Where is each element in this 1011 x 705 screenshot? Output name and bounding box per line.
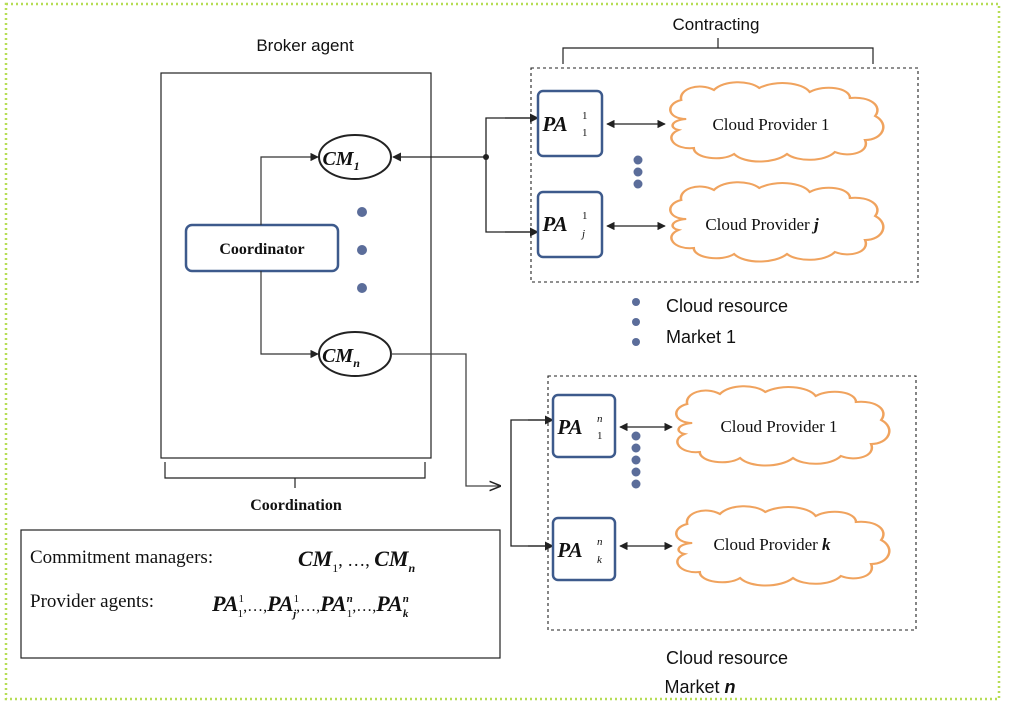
- market1-label-line2: Market 1: [666, 327, 736, 347]
- pa-k-n-sup: n: [597, 536, 603, 548]
- broker-agent-title: Broker agent: [256, 36, 354, 55]
- pa-k-n-box: [551, 516, 617, 582]
- pa-j-1-sup: 1: [582, 210, 588, 222]
- marketn-ellipsis-dots: [631, 431, 641, 489]
- coordination-label: Coordination: [250, 497, 342, 514]
- pa-1-1-box: [536, 89, 604, 158]
- cloud-provider-1-mn-label: Cloud Provider 1: [720, 417, 837, 436]
- coordinator-to-cm1-arrow: [260, 152, 319, 225]
- pa-k-n-label: PA: [556, 538, 582, 562]
- coordinator-to-cmn-arrow: [260, 271, 319, 359]
- pa-1-n-sup: n: [597, 413, 603, 425]
- coordinator-label: Coordinator: [219, 241, 304, 258]
- marketn-label-line2: Market n: [664, 677, 735, 697]
- pa-j-1-sub: j: [580, 228, 585, 240]
- marketn-label-line1: Cloud resource: [666, 648, 788, 668]
- pa-k-n-sub: k: [597, 554, 603, 566]
- pa-1-n-box: [551, 393, 617, 459]
- cloud-provider-k-mn-label: Cloud Provider k: [713, 535, 831, 554]
- legend-box: [20, 529, 501, 659]
- pa-j-1-box: [536, 190, 604, 259]
- pa-1-1-sup: 1: [582, 110, 588, 122]
- cmn-label: CMn: [322, 345, 360, 370]
- contracting-brace: [562, 38, 874, 64]
- pa-j-1-label: PA: [541, 212, 567, 236]
- cloud-provider-j-m1-label: Cloud Provider j: [705, 215, 819, 234]
- contracting-label: Contracting: [673, 15, 760, 34]
- cloud-provider-1-m1-label: Cloud Provider 1: [712, 115, 829, 134]
- cm1-label: CM1: [322, 148, 359, 173]
- cm1-node: [318, 134, 392, 180]
- pa-1-1-sub: 1: [582, 127, 588, 139]
- junction-dot: [483, 154, 489, 160]
- market1-split-line: [485, 117, 538, 233]
- cmn-to-marketn-link: [391, 353, 500, 486]
- legend-provider-label: Provider agents:: [30, 591, 154, 612]
- legend-commitment-label: Commitment managers:: [30, 547, 213, 568]
- pa-1-1-label: PA: [541, 112, 567, 136]
- outer-frame: [4, 2, 1001, 701]
- coordinator-box: [184, 223, 340, 273]
- coordination-brace: [164, 462, 426, 488]
- broker-agent-box: [160, 72, 432, 459]
- pa-1-n-label: PA: [556, 415, 582, 439]
- cm-ellipsis-dots: [357, 207, 367, 293]
- marketn-box: [547, 375, 917, 631]
- marketn-split-line: [510, 419, 553, 547]
- market1-box: [530, 67, 919, 283]
- market1-label-dots: [632, 298, 640, 346]
- market1-label-line1: Cloud resource: [666, 296, 788, 316]
- pa-1-n-sub: 1: [597, 430, 603, 442]
- market1-ellipsis-dots: [633, 155, 643, 189]
